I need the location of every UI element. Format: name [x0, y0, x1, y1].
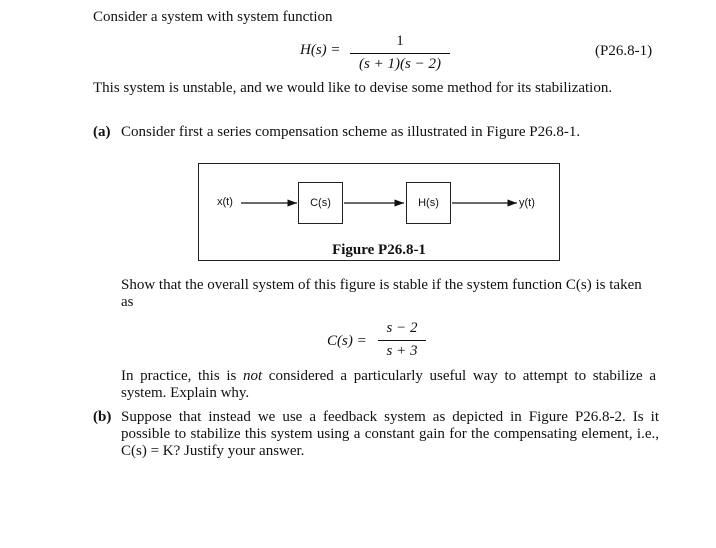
eq1-fraction-bar [350, 53, 450, 54]
part-b-text: Suppose that instead we use a feedback s… [121, 409, 659, 459]
block-c-s: C(s) [298, 182, 343, 224]
intro-text: Consider a system with system function [93, 9, 333, 25]
paragraph-unstable: This system is unstable, and we would li… [93, 80, 613, 96]
eq1-numerator: 1 [396, 33, 404, 49]
block-h-s: H(s) [406, 182, 451, 224]
part-a-label: (a) [93, 124, 111, 140]
eq1-number: (P26.8-1) [595, 43, 653, 59]
part-b-label: (b) [93, 409, 112, 425]
eq2-fraction-bar [378, 340, 426, 341]
show-text: Show that the overall system of this fig… [121, 277, 642, 310]
practice-before: In practice, this is [121, 368, 243, 384]
practice-text: In practice, this is not considered a pa… [121, 368, 656, 402]
figure-caption: Figure P26.8-1 [332, 242, 426, 258]
figure-arrows [241, 199, 517, 207]
part-a-text: Consider first a series compensation sch… [121, 124, 581, 140]
practice-after: considered a particularly useful way to … [121, 368, 657, 401]
eq1-fraction: 1 (s + 1)(s − 2) [350, 33, 450, 73]
eq1-denominator: (s + 1)(s − 2) [359, 56, 441, 72]
eq2-lhs: C(s) = [327, 333, 367, 349]
eq2-numerator: s − 2 [386, 320, 418, 336]
signal-input-label: x(t) [217, 196, 233, 208]
eq2-fraction: s − 2 s + 3 [378, 320, 426, 360]
eq2-denominator: s + 3 [386, 343, 418, 359]
eq1-lhs: H(s) = [300, 42, 341, 58]
practice-emphasis: not [242, 368, 263, 384]
figure-p26-8-1: x(t) C(s) H(s) y(t) Figure P26.8-1 [198, 163, 560, 261]
signal-output-label: y(t) [519, 197, 535, 209]
